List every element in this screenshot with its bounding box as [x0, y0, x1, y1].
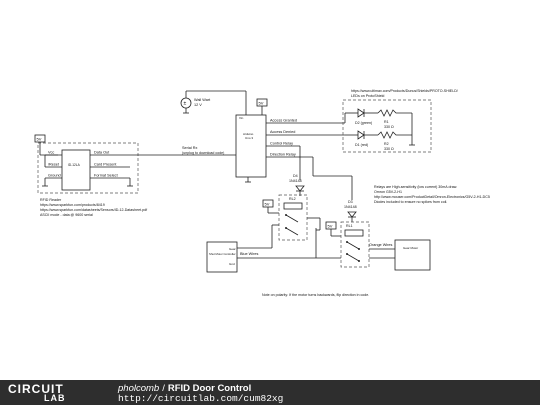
rfid-pin-format-select: Format Select — [94, 174, 119, 178]
wall-wart-voltage: 12 V — [194, 103, 202, 107]
circuit-url[interactable]: http://circuitlab.com/cum82xg — [118, 393, 284, 404]
motor-ctrl-gnd: Gnd — [229, 262, 235, 266]
arduino-pin-access-granted: Access Granted — [270, 119, 297, 123]
rfid-pin-vcc: Vcc — [48, 151, 54, 155]
wall-wart-label: Wall Wart — [194, 98, 211, 102]
arduino-pin-direction-relay: Direction Relay — [270, 153, 296, 157]
author-link[interactable]: pholcomb — [118, 383, 160, 394]
resistor-r1-value: 330 Ω — [384, 125, 394, 129]
vcc-label-rl1: 5V — [328, 224, 333, 229]
diode-d3-part: 1N4148 — [344, 205, 357, 209]
circuit-title: RFID Door Control — [167, 383, 252, 394]
led-url: https://www.ultimax.com/Products/Dunus/S… — [351, 89, 458, 93]
relay-rl1-label: RL1 — [346, 224, 353, 228]
schematic: 5V ID-12LA Vcc /Reset Ground Data Out Ca… — [34, 89, 490, 297]
rfid-part-label: ID-12LA — [68, 163, 81, 167]
rfid-note-mode: ASCII mode - data @ 9600 serial — [40, 213, 93, 217]
arduino-vin: Vin — [239, 116, 244, 120]
byline-separator: / — [162, 383, 165, 394]
arduino-pin-access-denied: Access Denied — [270, 130, 295, 134]
motor-ctrl-name: Shut Motor Controller — [209, 252, 236, 256]
rfid-pin-card-present: Card Present — [94, 163, 117, 167]
rfid-note-title: RFID Reader — [40, 198, 62, 202]
rfid-reader: 5V ID-12LA Vcc /Reset Ground Data Out Ca… — [34, 134, 147, 217]
rfid-pin-reset: /Reset — [48, 163, 60, 167]
motor-controller: Gear Shut Motor Controller Gnd Blue Wire… — [206, 241, 258, 273]
resistor-r2-label: R2 — [384, 142, 389, 146]
serial-rx-note: (unplug to download code) — [182, 151, 224, 155]
arduino-pin-control-relay: Control Relay — [270, 142, 293, 146]
arduino-sub: Uno 3 — [245, 136, 253, 140]
diode-d3-label: D3 — [348, 200, 353, 204]
resistor-r2-value: 330 Ω — [384, 147, 394, 151]
wall-wart-symbol: ± — [184, 101, 187, 107]
circuitlab-logo[interactable]: CIRCUIT LAB — [8, 382, 90, 403]
resistor-r1-label: R1 — [384, 120, 389, 124]
led-caption: LEDs on ProtoShield — [351, 94, 384, 98]
relay-note-3: http://www.mouser.com/ProductDetail/Omro… — [374, 195, 490, 199]
rfid-pin-ground: Ground — [48, 174, 61, 178]
vcc-label-arduino: 5V — [259, 101, 264, 106]
arduino: 5V Vin Arduino Uno 3 Access Granted Acce… — [235, 98, 345, 183]
wall-wart: ± Wall Wart 12 V — [180, 90, 247, 115]
schematic-canvas: 5V ID-12LA Vcc /Reset Ground Data Out Ca… — [34, 89, 490, 297]
relay-rl1: D3 1N4148 5V RL1 — [237, 157, 395, 268]
led-d1-label: D1 (red) — [355, 143, 368, 147]
vcc-label-rl2: 5V — [265, 202, 270, 207]
gear-motor-label: Gear Motor — [403, 246, 418, 250]
blue-wires-label: Blue Wires — [240, 252, 258, 256]
logo-text-top: CIRCUIT — [8, 382, 64, 396]
relay-note-2: Omron G5V-2-H1 — [374, 190, 402, 194]
vcc-label-rfid: 5V — [37, 137, 42, 142]
byline: pholcomb/RFID Door Control — [118, 383, 251, 394]
diode-d4-part: 1N4148 — [289, 179, 302, 183]
orange-wires-label: Orange Wires — [369, 243, 393, 247]
rfid-note-url: https://www.sparkfun.com/products/8419 — [40, 203, 105, 207]
relay-notes: Relays are High-sensitivity (low current… — [374, 185, 490, 204]
rfid-pin-data-out: Data Out — [94, 151, 110, 155]
relay-note-1: Relays are High-sensitivity (low current… — [374, 185, 457, 189]
relay-rl2-label: RL2 — [289, 197, 296, 201]
rfid-note-datasheet: https://www.sparkfun.com/datasheets/Sens… — [40, 208, 147, 212]
relay-note-4: Diodes included to ensure no spikes from… — [374, 200, 447, 204]
led-block: https://www.ultimax.com/Products/Dunus/S… — [342, 89, 458, 153]
motor-ctrl-gear: Gear — [229, 247, 236, 251]
serial-rx-label: Serial Rx — [182, 146, 198, 150]
diode-d4-label: D4 — [293, 174, 298, 178]
relay-rl2: D4 1N4148 5V RL2 — [237, 146, 321, 249]
polarity-note: Note on polarity: If the motor turns bac… — [262, 293, 369, 297]
led-d2-label: D2 (green) — [355, 121, 372, 125]
logo-text-bottom: LAB — [44, 393, 66, 403]
gear-motor: Gear Motor Orange Wires — [369, 239, 431, 271]
arduino-part: Arduino — [243, 132, 254, 136]
footer-bar: CIRCUIT LAB pholcomb/RFID Door Control h… — [0, 380, 540, 405]
